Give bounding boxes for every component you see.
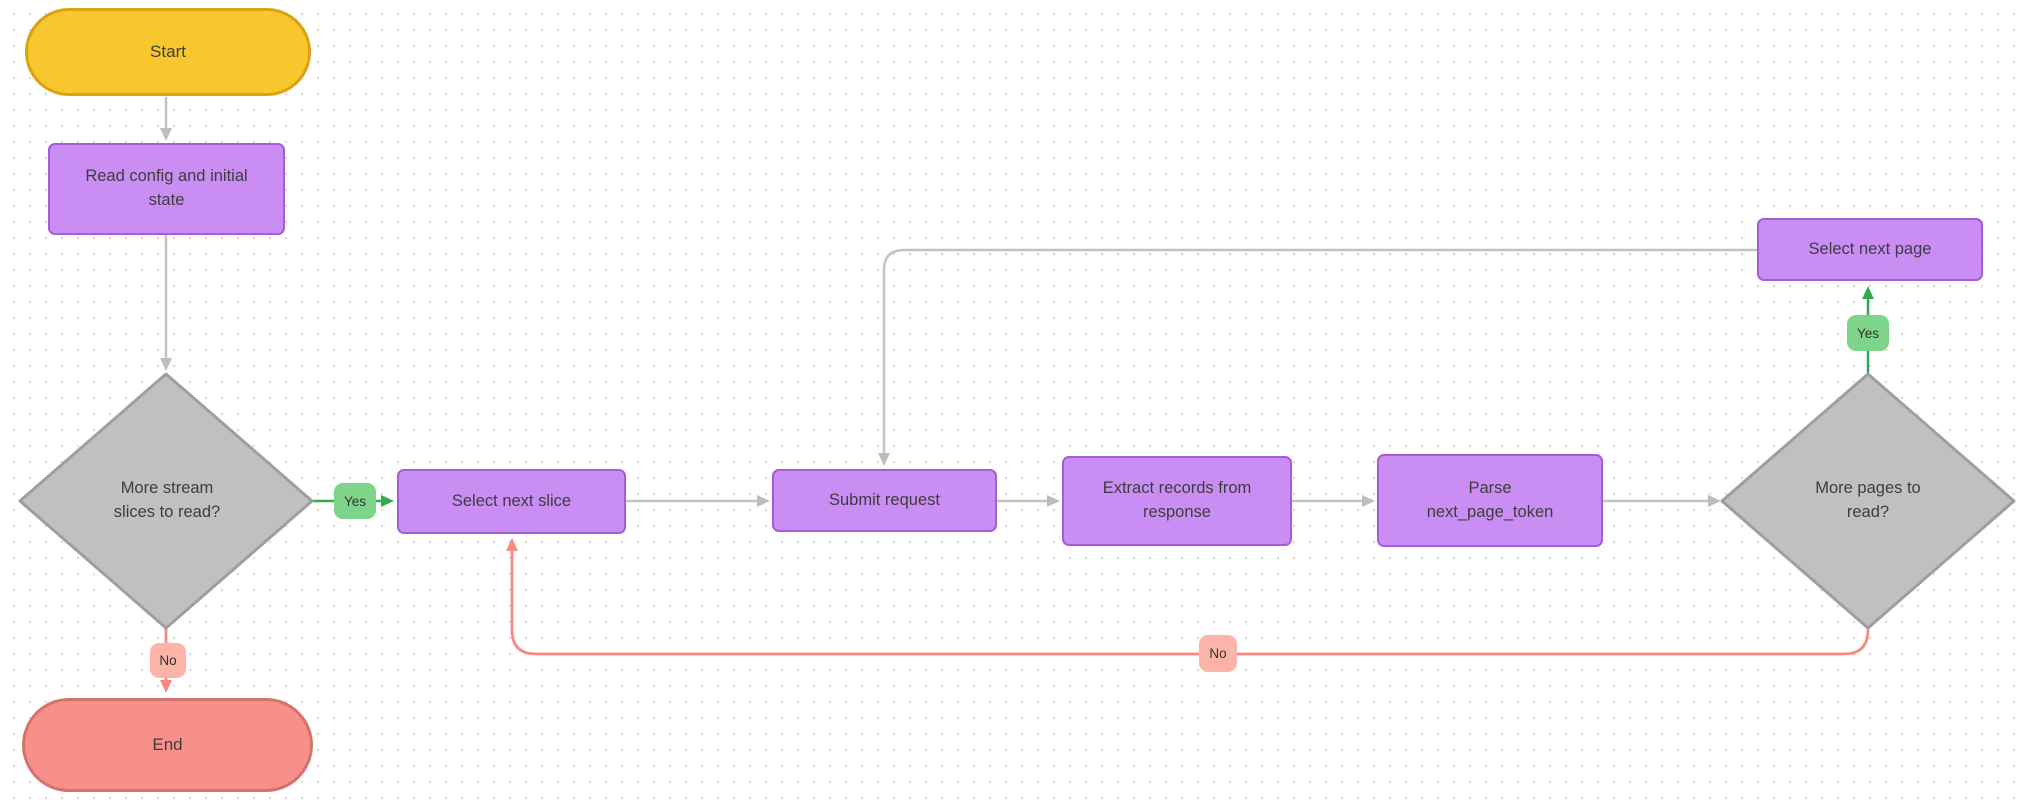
node-select-next-slice[interactable]: Select next slice [397,469,626,534]
edge-label-no-more-pages: No [1199,635,1237,672]
node-end[interactable]: End [22,698,313,792]
node-select-next-page[interactable]: Select next page [1757,218,1983,281]
node-parse-next-page-token[interactable]: Parse next_page_token [1377,454,1603,547]
edge-select-next-page-to-submit-request [878,248,1757,466]
edge-label-yes-more-pages: Yes [1847,315,1889,351]
node-decision-more-stream-slices[interactable] [18,372,314,630]
node-select-next-slice-label: Select next slice [451,491,572,510]
node-decision-more-pages[interactable] [1720,372,2016,630]
node-read-config-label: Read config and initial state [85,167,248,209]
node-start[interactable]: Start [25,8,311,96]
node-parse-next-page-token-label: Parse next_page_token [1426,478,1554,521]
edge-label-no-more-slices: No [150,643,186,678]
node-read-config[interactable]: Read config and initial state [48,143,285,235]
node-submit-request-label: Submit request [829,490,940,509]
node-extract-records-label: Extract records from response [1102,479,1252,521]
edge-more-pages-no-to-select-next-slice [506,538,1870,656]
node-start-label: Start [150,41,186,61]
node-end-label: End [152,734,183,754]
node-submit-request[interactable]: Submit request [772,469,997,532]
edge-label-yes-more-slices: Yes [334,483,376,519]
node-extract-records[interactable]: Extract records from response [1062,456,1292,546]
node-select-next-page-label: Select next page [1808,239,1932,258]
